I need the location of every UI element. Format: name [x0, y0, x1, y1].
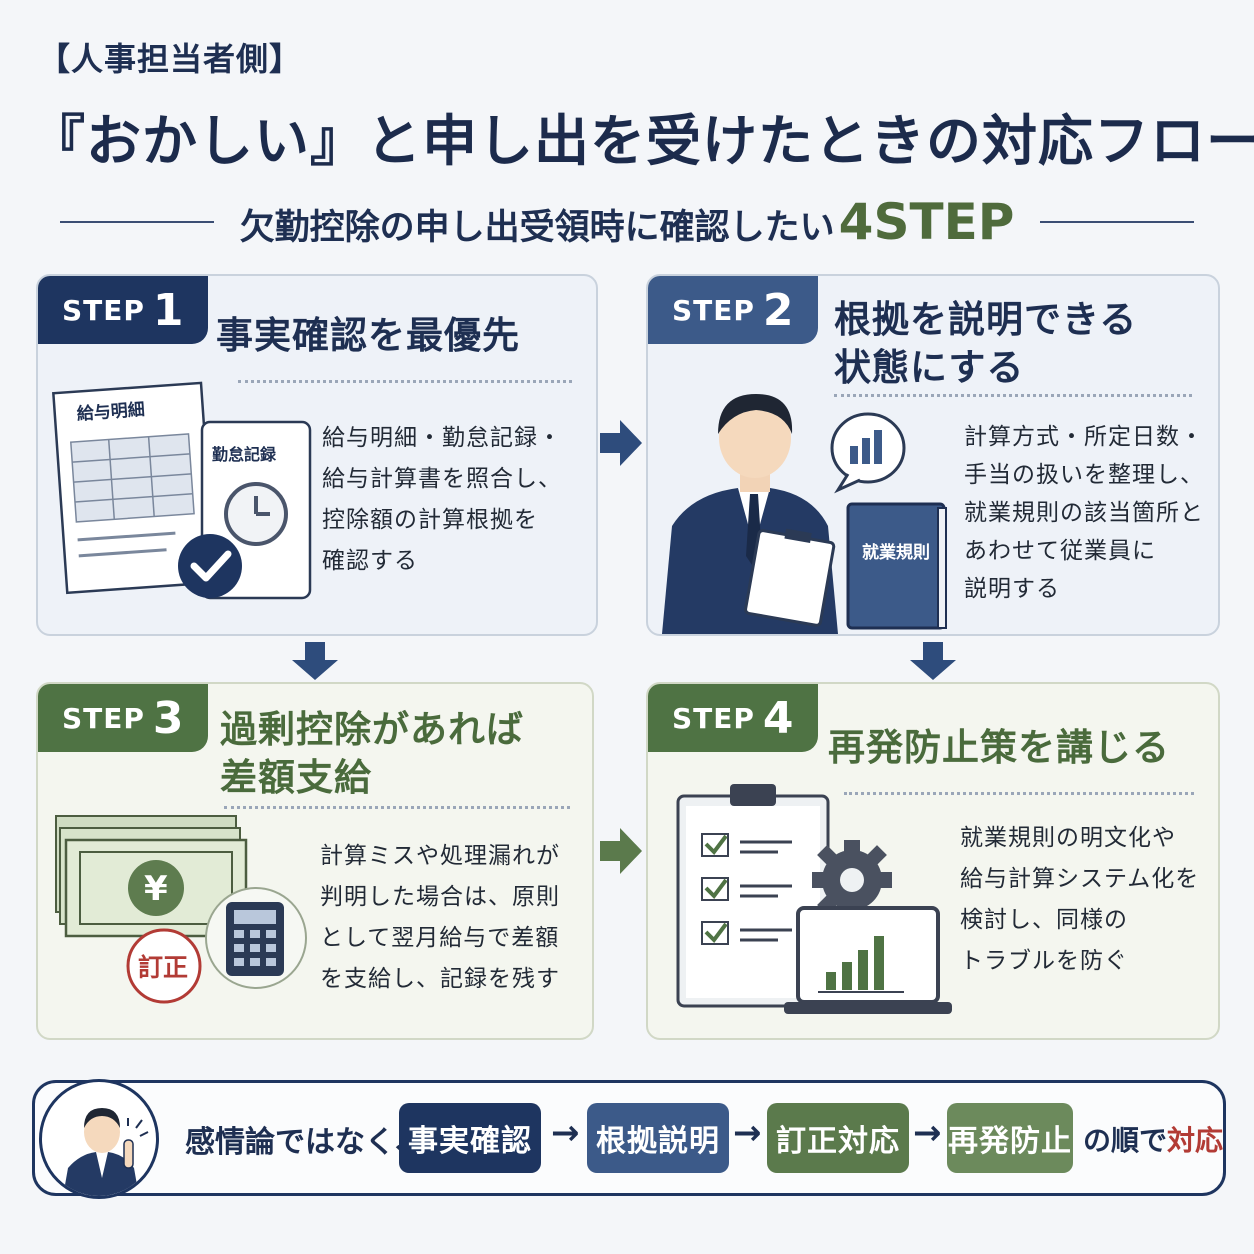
laptop-chart-icon	[784, 906, 952, 1014]
correction-stamp-label: 訂正	[138, 953, 188, 982]
checklist-system-illustration	[676, 784, 952, 1014]
body-line: 給与計算書を照合し、	[322, 466, 562, 492]
banknote-stack-icon: ¥	[55, 815, 248, 938]
rulebook-label: 就業規則	[862, 542, 930, 563]
body-line: 控除額の計算根拠を	[322, 507, 538, 533]
step-badge-number: 2	[762, 284, 794, 336]
step-badge-number: 1	[152, 284, 184, 336]
timesheet-label: 勤怠記録	[212, 445, 277, 464]
step-title-line: 根拠を説明できる	[834, 298, 1138, 341]
check-icon	[701, 833, 729, 945]
pill-explain-basis: 根拠説明	[587, 1103, 729, 1173]
step-4-body: 就業規則の明文化や 給与計算システム化を 検討し、同様の トラブルを防ぐ	[960, 818, 1199, 982]
body-line: 判明した場合は、原則	[320, 884, 560, 910]
calculator-icon	[205, 887, 307, 989]
checklist-clipboard-icon	[676, 784, 830, 1008]
step-1-body: 給与明細・勤怠記録・ 給与計算書を照合し、 控除額の計算根拠を 確認する	[322, 418, 562, 582]
subtitle-rule-right	[1040, 221, 1195, 223]
money-calculator-illustration: ¥ 訂正	[55, 815, 307, 1004]
step-2-divider	[834, 394, 1192, 397]
pill-fact-check: 事実確認	[399, 1103, 541, 1173]
step-badge-number: 4	[762, 692, 794, 744]
summary-lead: 感情論ではなく、	[185, 1125, 425, 1160]
step-4-card: STEP 4 再発防止策を講じる	[646, 682, 1220, 1040]
step-badge-word: STEP	[672, 293, 755, 327]
avatar	[39, 1079, 159, 1199]
body-line: を支給し、記録を残す	[320, 966, 560, 992]
page-title: 『おかしい』と申し出を受けたときの対応フロー	[30, 109, 1254, 173]
arrow-right-icon	[600, 828, 642, 874]
summary-arrow: →	[733, 1113, 762, 1153]
summary-tail-accent: 対応	[1167, 1124, 1224, 1157]
step-1-card: STEP 1 事実確認を最優先 給与明細 勤怠記録	[36, 274, 598, 636]
body-line: として翌月給与で差額	[320, 925, 560, 951]
summary-arrow: →	[551, 1113, 580, 1153]
step-badge-word: STEP	[62, 701, 145, 735]
step-badge-number: 3	[152, 692, 184, 744]
subtitle-accent: 4STEP	[838, 193, 1015, 251]
body-line: 手当の扱いを整理し、	[964, 462, 1204, 488]
step-3-card: STEP 3 過剰控除があれば 差額支給 ¥ 訂正	[36, 682, 594, 1040]
body-line: 就業規則の明文化や	[960, 825, 1176, 851]
clipboard-icon	[744, 528, 836, 627]
check-badge-icon	[178, 534, 242, 598]
step-title-line: 再発防止策を講じる	[828, 726, 1170, 769]
body-line: 説明する	[964, 576, 1060, 602]
body-line: 給与計算システム化を	[960, 866, 1200, 892]
pointing-person-icon	[63, 1108, 149, 1196]
subtitle: 欠勤控除の申し出受領時に確認したい 4STEP	[214, 193, 1041, 251]
correction-stamp-icon: 訂正	[126, 928, 202, 1004]
arrow-down-icon	[292, 642, 338, 680]
body-line: 就業規則の該当箇所と	[964, 500, 1204, 526]
hr-person-illustration: 就業規則	[662, 394, 947, 634]
step-4-title: 再発防止策を講じる	[828, 724, 1170, 772]
step-2-title: 根拠を説明できる 状態にする	[834, 296, 1137, 392]
step-3-title: 過剰控除があれば 差額支給	[220, 706, 524, 802]
payslip-timesheet-illustration: 給与明細 勤怠記録	[52, 381, 312, 600]
speech-bubble-chart-icon	[830, 412, 906, 494]
step-2-body: 計算方式・所定日数・ 手当の扱いを整理し、 就業規則の該当箇所と あわせて従業員…	[964, 418, 1204, 608]
pill-prevention: 再発防止	[947, 1103, 1073, 1173]
body-line: トラブルを防ぐ	[960, 948, 1128, 974]
step-3-divider	[224, 806, 570, 809]
summary-bar: 感情論ではなく、 事実確認 → 根拠説明 → 訂正対応 → 再発防止 の順で対応	[32, 1079, 1226, 1199]
body-line: 計算ミスや処理漏れが	[320, 843, 560, 869]
summary-tail: の順で対応	[1083, 1119, 1223, 1159]
rulebook-icon: 就業規則	[846, 502, 947, 630]
step-badge-word: STEP	[672, 701, 755, 735]
body-line: 検討し、同様の	[960, 907, 1128, 933]
subtitle-rule-left	[60, 221, 214, 223]
step-title-line: 過剰控除があれば	[220, 708, 524, 751]
body-line: あわせて従業員に	[964, 538, 1156, 564]
subtitle-row: 欠勤控除の申し出受領時に確認したい 4STEP	[60, 193, 1195, 251]
arrow-down-icon	[910, 642, 956, 680]
summary-tail-text: の順で	[1083, 1124, 1168, 1157]
step-1-title: 事実確認を最優先	[216, 312, 520, 360]
step-title-line: 状態にする	[834, 346, 1025, 389]
step-2-badge: STEP 2	[648, 276, 818, 344]
body-line: 確認する	[322, 548, 418, 574]
yen-symbol: ¥	[144, 869, 168, 909]
body-line: 給与明細・勤怠記録・	[322, 425, 562, 451]
payslip-label: 給与明細	[76, 399, 145, 425]
step-3-body: 計算ミスや処理漏れが 判明した場合は、原則 として翌月給与で差額 を支給し、記録…	[320, 836, 560, 1000]
step-3-badge: STEP 3	[38, 684, 208, 752]
step-4-divider	[844, 792, 1194, 795]
body-line: 計算方式・所定日数・	[964, 424, 1204, 450]
step-1-badge: STEP 1	[38, 276, 208, 344]
step-title-line: 事実確認を最優先	[216, 314, 520, 357]
payslip-document-icon: 給与明細	[52, 381, 217, 595]
arrow-right-icon	[600, 420, 642, 466]
step-badge-word: STEP	[62, 293, 145, 327]
summary-arrow: →	[913, 1113, 942, 1153]
step-4-badge: STEP 4	[648, 684, 818, 752]
subtitle-text: 欠勤控除の申し出受領時に確認したい	[239, 208, 835, 248]
bracket-title: 【人事担当者側】	[38, 40, 303, 78]
step-title-line: 差額支給	[220, 756, 372, 799]
step-2-card: STEP 2 根拠を説明できる 状態にする 就業規則	[646, 274, 1220, 636]
pill-correction: 訂正対応	[767, 1103, 909, 1173]
step-1-divider	[238, 380, 572, 383]
